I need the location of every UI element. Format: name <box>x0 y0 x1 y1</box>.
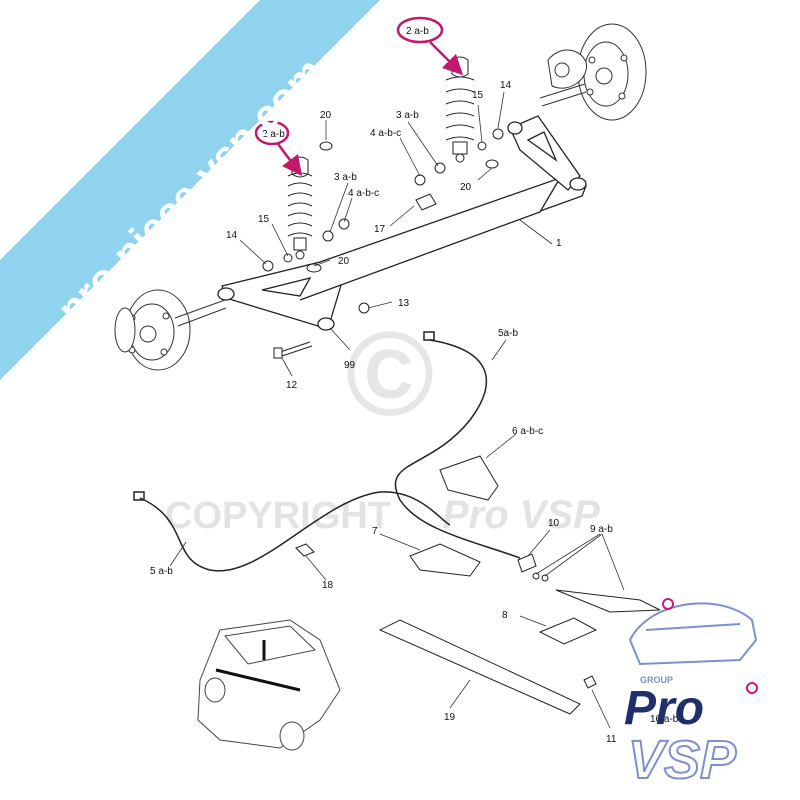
label-1: 1 <box>556 238 562 249</box>
highlight-callouts <box>254 16 464 176</box>
label-10: 10 <box>548 518 560 529</box>
label-6abc: 6 a-b-c <box>512 426 543 437</box>
label-5ab-top: 5a-b <box>498 328 518 339</box>
highlight-arrow-top <box>429 41 464 76</box>
right-shock-absorber <box>445 56 475 163</box>
label-12: 12 <box>286 380 298 391</box>
highlight-circle-left <box>254 120 290 146</box>
leader-lines <box>169 91 625 729</box>
label-3ab-a: 3 a-b <box>396 110 419 121</box>
label-3ab-b: 3 a-b <box>334 172 357 183</box>
copyright-watermark: © COPYRIGHT Pro VSP <box>165 307 600 537</box>
label-2ab-left: 2 a-b <box>262 129 285 140</box>
logo-group-text: GROUP <box>640 675 673 685</box>
copyright-text: COPYRIGHT <box>165 495 391 537</box>
label-5ab-left: 5 a-b <box>150 566 173 577</box>
label-15-b: 15 <box>258 214 270 225</box>
copyright-brand: Pro VSP <box>442 493 600 537</box>
axle-beam <box>217 115 587 331</box>
pro-vsp-logo: GROUP Pro VSP <box>624 598 758 791</box>
label-20-b: 20 <box>460 182 472 193</box>
car-thumbnail <box>197 619 341 751</box>
label-14-a: 14 <box>500 80 512 91</box>
label-99: 99 <box>344 360 356 371</box>
left-shock-absorber <box>287 156 313 260</box>
label-4abc-a: 4 a-b-c <box>370 128 401 139</box>
label-16ab: 16 a-b <box>650 714 679 725</box>
handbrake-cables <box>133 331 521 572</box>
label-4abc-b: 4 a-b-c <box>348 188 379 199</box>
label-14-b: 14 <box>226 230 238 241</box>
right-wheel-hub <box>539 23 647 121</box>
highlight-circle-top <box>396 16 444 44</box>
label-11: 11 <box>606 734 617 745</box>
brackets-and-levers <box>295 455 661 715</box>
left-wheel-hub <box>114 289 227 371</box>
label-15-a: 15 <box>472 90 484 101</box>
label-20-c: 20 <box>338 256 350 267</box>
label-13: 13 <box>398 298 410 309</box>
logo-car-outline <box>628 602 758 666</box>
logo-line2: VSP <box>628 730 737 790</box>
highlight-arrow-left <box>277 143 302 176</box>
label-18: 18 <box>322 580 334 591</box>
label-20-a: 20 <box>320 110 332 121</box>
label-2ab: 2 a-b <box>406 26 429 37</box>
small-hardware <box>262 128 504 359</box>
label-8: 8 <box>502 610 508 621</box>
part-labels: 2 a-b 2 a-b 20 3 a-b 4 a-b-c 15 14 20 3 … <box>150 26 679 745</box>
logo-line1: Pro <box>624 682 704 735</box>
copyright-symbol: © <box>346 307 434 441</box>
label-17: 17 <box>374 224 386 235</box>
label-9ab: 9 a-b <box>590 524 613 535</box>
label-19: 19 <box>444 712 456 723</box>
banner-stripe <box>0 0 380 380</box>
label-7: 7 <box>372 526 378 537</box>
